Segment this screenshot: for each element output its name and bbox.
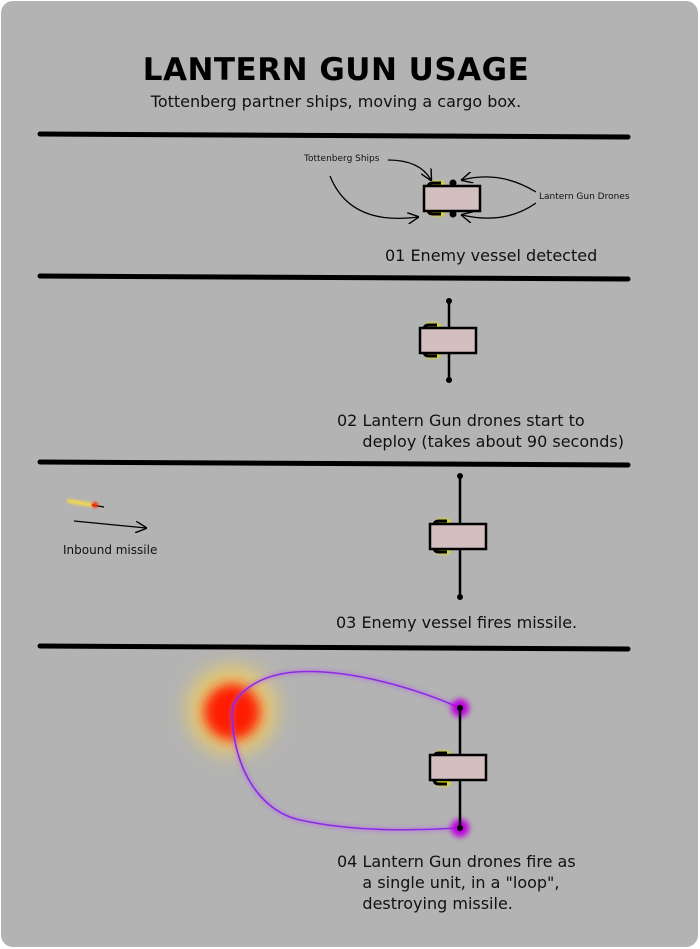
divider-1 <box>37 131 631 140</box>
cargo-box <box>428 753 488 782</box>
laser-loop <box>231 670 461 831</box>
callout-arrow-ships-top <box>387 159 431 180</box>
diagram-subtitle: Tottenberg partner ships, moving a cargo… <box>150 92 522 111</box>
divider-4 <box>37 643 631 652</box>
label-tottenberg-ships: Tottenberg Ships <box>304 154 380 164</box>
lantern-drone-top <box>457 473 463 479</box>
step-1-caption: 01 Enemy vessel detected <box>385 246 598 265</box>
panel-1-formation <box>329 159 537 218</box>
panel-2-formation <box>418 298 478 383</box>
callout-arrow-ships-bottom <box>329 175 418 218</box>
divider-2 <box>37 273 631 282</box>
missile-trail <box>67 499 94 507</box>
step-3-caption: 03 Enemy vessel fires missile. <box>336 613 578 632</box>
lantern-drone-bottom <box>457 825 463 831</box>
lantern-drone-top <box>457 705 463 711</box>
panel-4-formation <box>188 666 488 837</box>
divider-lines <box>37 131 631 652</box>
missile-direction-arrow <box>73 520 146 528</box>
cargo-box <box>418 326 478 355</box>
step-4-caption: 04 Lantern Gun drones fire as a single u… <box>337 852 576 913</box>
label-inbound-missile: Inbound missile <box>63 543 158 557</box>
divider-3 <box>37 459 631 468</box>
missile-warhead <box>92 502 98 508</box>
lantern-drone-bottom <box>446 377 452 383</box>
callout-arrow-drones-bottom <box>462 202 537 218</box>
lantern-drone-top <box>446 298 452 304</box>
cargo-box <box>422 184 482 213</box>
diagram-title: LANTERN GUN USAGE <box>142 52 530 88</box>
callout-arrow-drones-top <box>462 177 537 193</box>
step-2-caption: 02 Lantern Gun drones start to deploy (t… <box>337 411 624 451</box>
panel-3-formation <box>67 473 488 600</box>
label-lantern-gun-drones: Lantern Gun Drones <box>539 192 630 202</box>
lantern-drone-bottom <box>457 594 463 600</box>
cargo-box <box>428 522 488 551</box>
